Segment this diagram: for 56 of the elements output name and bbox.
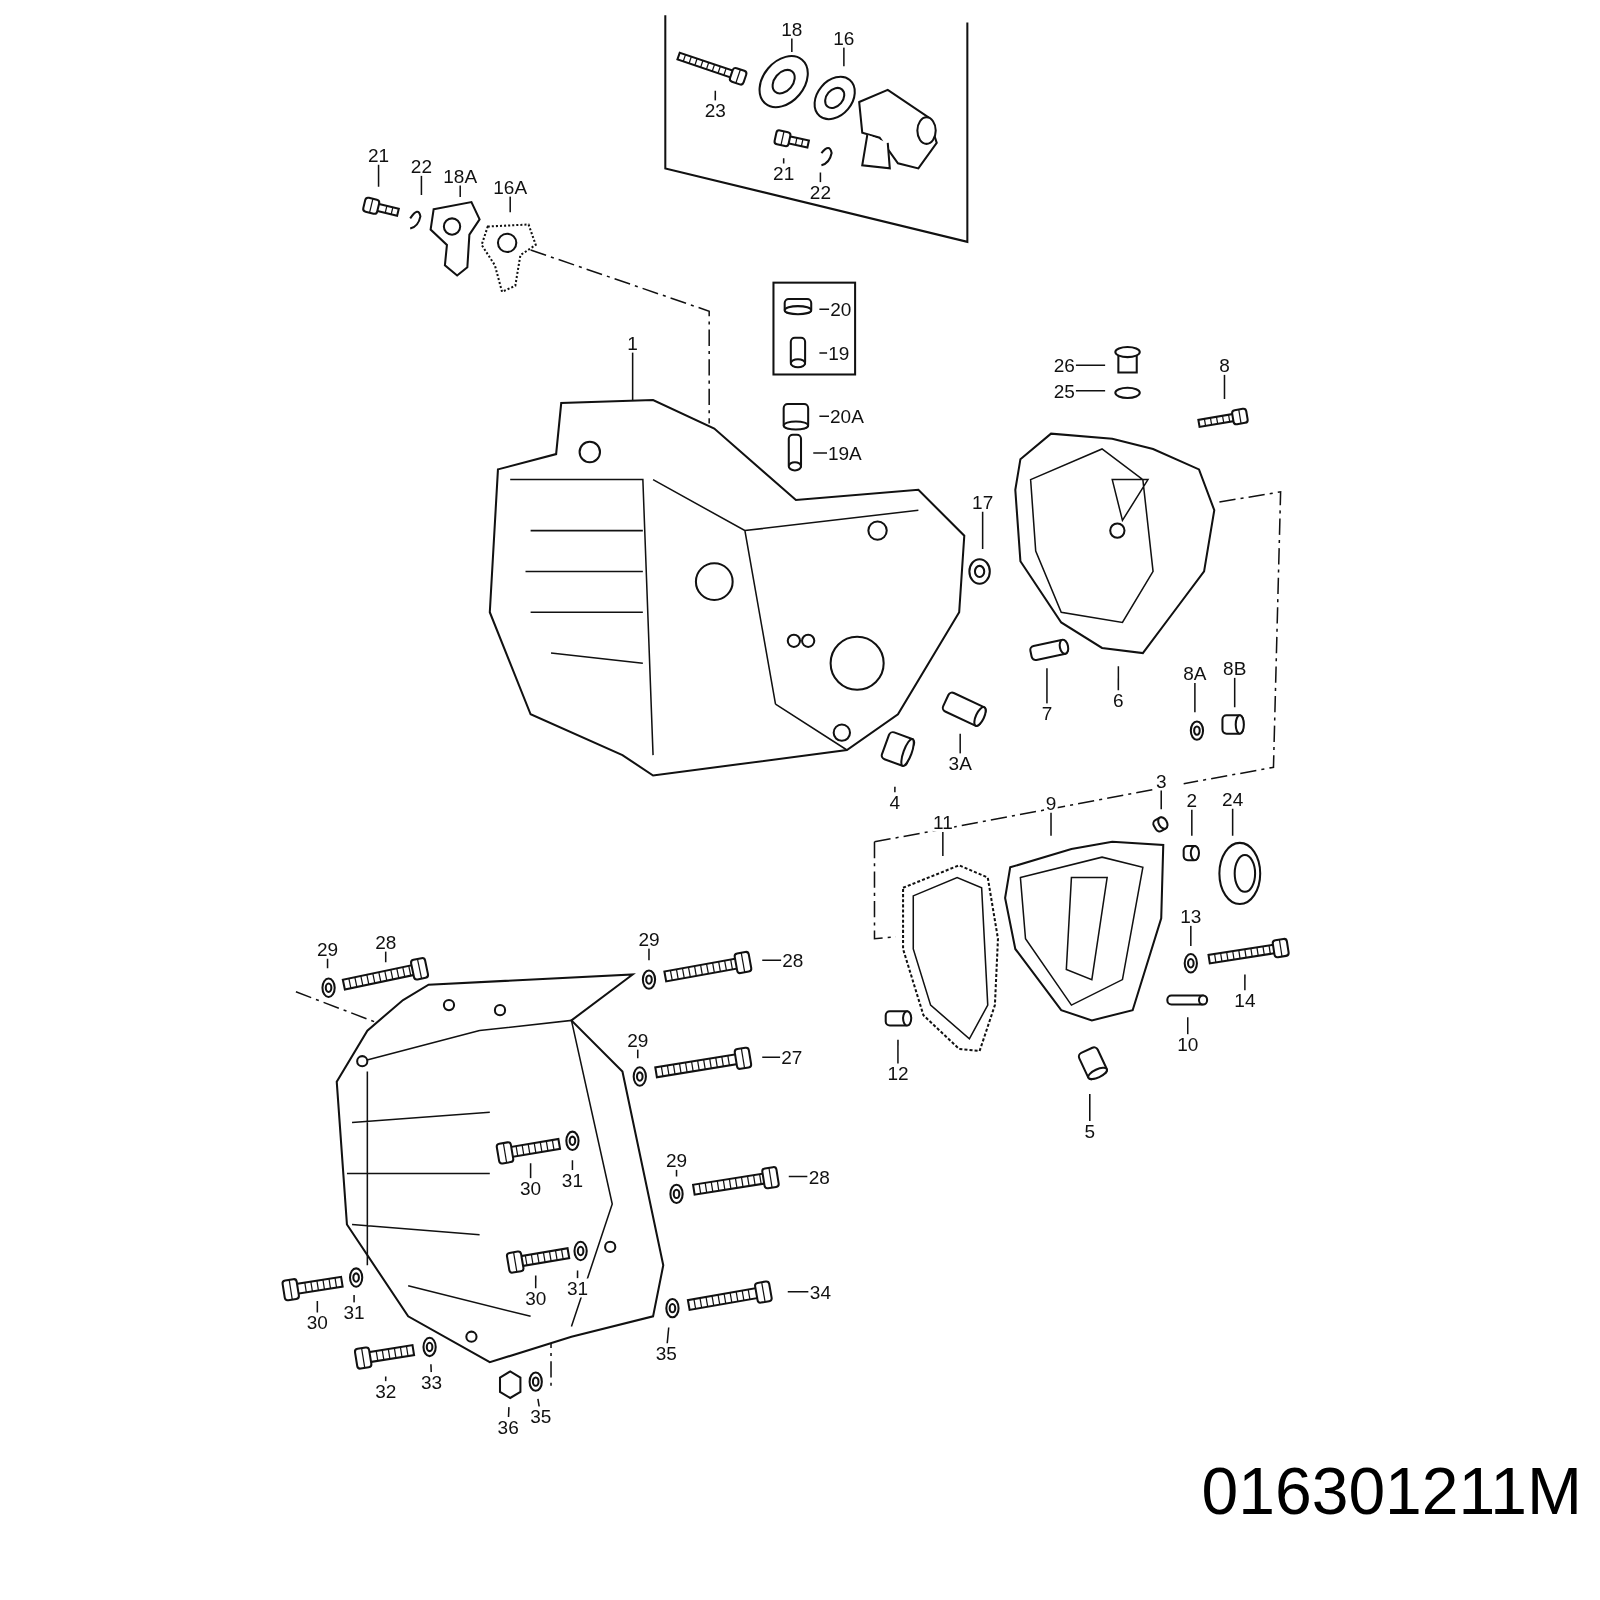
leader-line — [1244, 973, 1246, 992]
leader-line — [761, 1056, 782, 1058]
leader-line — [1089, 1093, 1091, 1122]
leader-line — [507, 1406, 510, 1418]
leader-line — [1160, 789, 1162, 810]
leader-line — [782, 157, 785, 165]
callout-number: 30 — [519, 1178, 543, 1198]
leader-line — [1075, 390, 1106, 392]
leader-line — [637, 1048, 639, 1059]
callout-number: 22 — [808, 182, 832, 202]
leader-line — [430, 1363, 432, 1373]
callout-number: 32 — [374, 1381, 398, 1401]
leader-line — [384, 1375, 387, 1383]
leader-line — [761, 959, 783, 961]
leader-line — [894, 785, 896, 794]
leader-line — [819, 171, 822, 184]
part-number: 016301211M — [1201, 1458, 1582, 1524]
leader-line — [1050, 811, 1052, 837]
leader-line — [420, 175, 423, 196]
callout-number: 30 — [524, 1288, 548, 1308]
leader-line — [631, 351, 634, 402]
leader-line — [942, 831, 944, 857]
leader-line — [812, 452, 828, 454]
leader-line — [1117, 665, 1120, 692]
callout-number: 31 — [566, 1278, 590, 1298]
leader-line — [459, 184, 461, 198]
leader-line — [571, 1159, 574, 1171]
leader-line — [1046, 667, 1048, 705]
leader-line — [537, 1398, 540, 1408]
leader-line — [791, 37, 793, 53]
leader-line — [788, 1175, 809, 1178]
leader-line — [1187, 1016, 1189, 1036]
leader-line — [1190, 925, 1192, 947]
leader-line — [529, 1162, 532, 1179]
leader-line — [787, 1291, 810, 1293]
leader-line — [648, 947, 650, 961]
leader-line — [353, 1294, 355, 1304]
leader-line — [843, 46, 845, 68]
leader-line — [959, 732, 961, 755]
callout-number: 33 — [420, 1372, 444, 1392]
leader-line — [897, 1039, 899, 1065]
leader-line — [1231, 807, 1234, 837]
leader-line — [818, 308, 830, 310]
leader-line — [534, 1274, 537, 1290]
leader-line — [509, 195, 511, 213]
callout-number: 10 — [1176, 1034, 1200, 1054]
leader-line — [1191, 808, 1193, 837]
leader-line — [1233, 677, 1236, 708]
leader-line — [1223, 374, 1226, 400]
leader-line — [981, 510, 984, 550]
leader-line — [377, 163, 380, 188]
leader-line — [818, 352, 828, 354]
leader-line — [818, 415, 830, 418]
leader-line — [1194, 682, 1196, 713]
leader-line — [1075, 364, 1106, 367]
leader-line — [576, 1269, 579, 1279]
